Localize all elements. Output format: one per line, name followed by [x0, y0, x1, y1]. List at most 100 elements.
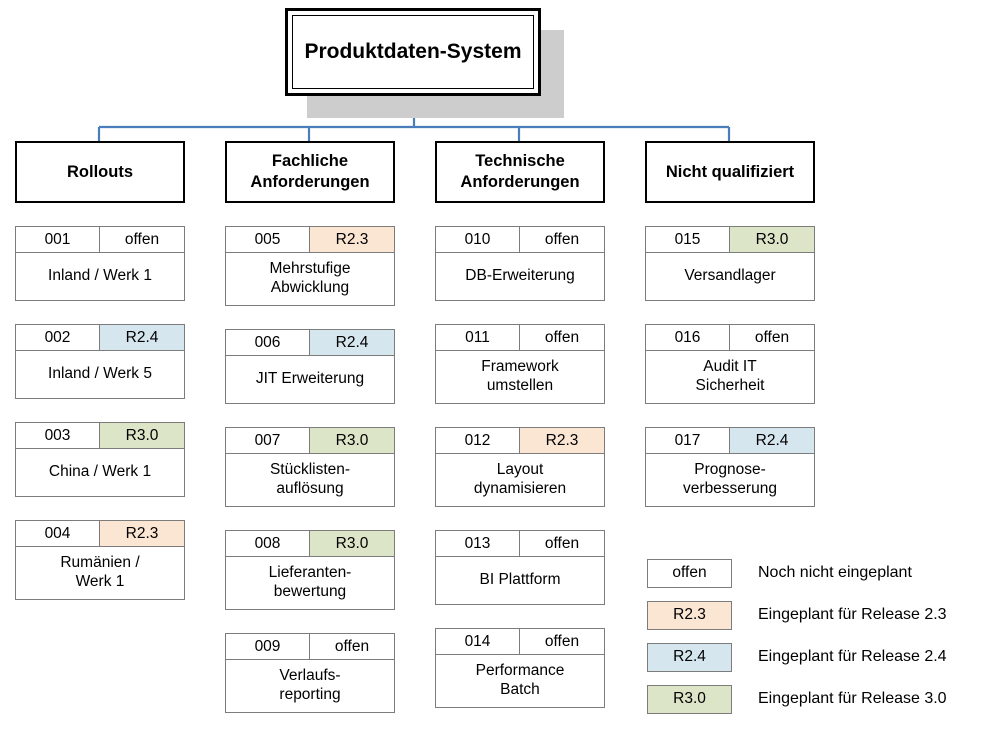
- card-id: 007: [226, 428, 310, 453]
- card-status-badge: R3.0: [310, 531, 394, 556]
- legend-label: Eingeplant für Release 3.0: [758, 690, 947, 707]
- card-status-badge: R3.0: [100, 423, 184, 448]
- legend-swatch: R2.4: [647, 642, 732, 672]
- card-title: JIT Erweiterung: [255, 370, 365, 388]
- card-title: Lieferanten-bewertung: [268, 564, 352, 600]
- card-title: Versandlager: [684, 267, 776, 285]
- card-status-badge: offen: [100, 227, 184, 252]
- card-status-badge: R2.3: [310, 227, 394, 252]
- category-header-rollouts[interactable]: Rollouts: [15, 141, 185, 203]
- card-title: Prognose-verbesserung: [683, 461, 777, 497]
- card-status-badge: R3.0: [310, 428, 394, 453]
- root-node-inner-border: Produktdaten-System: [292, 15, 534, 89]
- root-node[interactable]: Produktdaten-System: [285, 8, 541, 96]
- card-id: 013: [436, 531, 520, 556]
- card-status-badge: offen: [520, 531, 604, 556]
- category-header-label: Rollouts: [67, 162, 133, 181]
- card-id: 014: [436, 629, 520, 654]
- card-title: Verlaufs-reporting: [279, 667, 341, 703]
- legend-label: Noch nicht eingeplant: [758, 564, 912, 581]
- card-status-badge: offen: [730, 325, 814, 350]
- legend-row: offen Noch nicht eingeplant: [647, 558, 912, 588]
- card-title: BI Plattform: [479, 571, 561, 589]
- card-status-badge: offen: [520, 629, 604, 654]
- card-title: Rumänien /Werk 1: [60, 554, 140, 590]
- legend-label: Eingeplant für Release 2.4: [758, 648, 947, 665]
- legend-row: R2.4 Eingeplant für Release 2.4: [647, 642, 947, 672]
- card-title: Stücklisten-auflösung: [269, 461, 351, 497]
- card-status-badge: R3.0: [730, 227, 814, 252]
- card-status-badge: R2.3: [100, 521, 184, 546]
- card-id: 002: [16, 325, 100, 350]
- legend-swatch: R2.3: [647, 600, 732, 630]
- card-status-badge: offen: [310, 634, 394, 659]
- root-node-label: Produktdaten-System: [304, 40, 522, 63]
- card-title: Inland / Werk 1: [48, 267, 152, 285]
- card-id: 015: [646, 227, 730, 252]
- card-id: 012: [436, 428, 520, 453]
- legend-swatch: offen: [647, 558, 732, 588]
- card-title: Inland / Werk 5: [48, 365, 152, 383]
- card-status-badge: offen: [520, 325, 604, 350]
- legend-label: Eingeplant für Release 2.3: [758, 606, 947, 623]
- card-id: 006: [226, 330, 310, 355]
- card-title: China / Werk 1: [48, 463, 152, 481]
- legend-swatch: R3.0: [647, 684, 732, 714]
- card-id: 017: [646, 428, 730, 453]
- category-header-nicht-qualifiziert[interactable]: Nicht qualifiziert: [645, 141, 815, 203]
- card-id: 010: [436, 227, 520, 252]
- card-id: 003: [16, 423, 100, 448]
- card-id: 001: [16, 227, 100, 252]
- legend-row: R2.3 Eingeplant für Release 2.3: [647, 600, 947, 630]
- legend-row: R3.0 Eingeplant für Release 3.0: [647, 684, 947, 714]
- card-id: 016: [646, 325, 730, 350]
- card-status-badge: R2.4: [100, 325, 184, 350]
- card-id: 009: [226, 634, 310, 659]
- category-header-label: Nicht qualifiziert: [665, 162, 795, 181]
- card-id: 008: [226, 531, 310, 556]
- card-title: DB-Erweiterung: [465, 267, 575, 285]
